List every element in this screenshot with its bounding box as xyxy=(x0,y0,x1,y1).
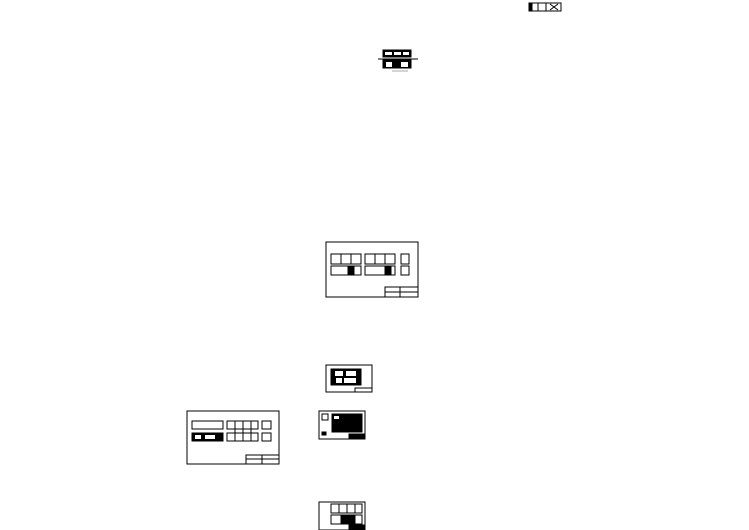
elevation-detail-top[interactable] xyxy=(378,49,418,72)
section-sheet-small[interactable] xyxy=(325,364,373,393)
elevation-strip-top-right[interactable] xyxy=(528,2,562,12)
elevation-sheet-center[interactable] xyxy=(325,241,419,298)
elevation-sheet-left[interactable] xyxy=(186,410,280,465)
facade-sheet-bottom[interactable] xyxy=(318,501,366,530)
plan-sheet[interactable] xyxy=(318,410,366,440)
